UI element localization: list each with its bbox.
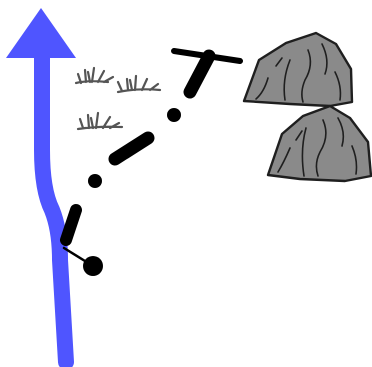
arrow-up-icon (6, 8, 76, 362)
grass-tuft-icon (78, 113, 122, 129)
rock-icon (244, 33, 352, 106)
path-dash (115, 138, 148, 159)
arrow-head (6, 8, 76, 58)
grass-tuft-icon (118, 76, 160, 92)
dot-icon (83, 256, 103, 276)
dash-dot-line-icon (64, 56, 209, 266)
grass-tuft-icon (76, 68, 113, 83)
rock-icon (268, 106, 371, 181)
arrow-shaft (42, 58, 66, 362)
path-dash (190, 56, 209, 92)
path-dash (66, 210, 76, 240)
